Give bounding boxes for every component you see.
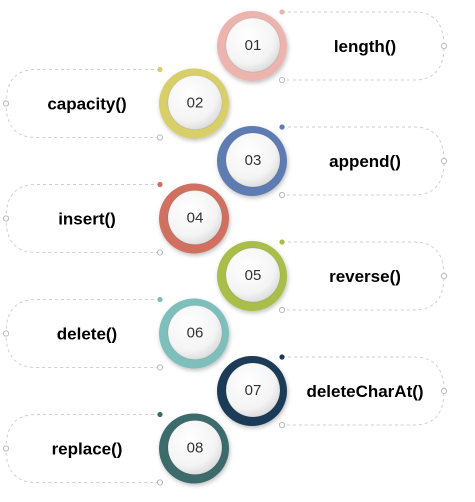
connectors (2, 9, 448, 486)
item-number: 04 (187, 210, 204, 227)
item-number: 03 (245, 152, 262, 169)
connector-dot (440, 42, 448, 50)
label-outline (282, 126, 445, 196)
connector-dot (2, 100, 10, 107)
item-number: 07 (245, 382, 262, 399)
item-label: insert() (58, 210, 116, 229)
connector-dot (2, 330, 10, 337)
item-number: 05 (245, 267, 262, 284)
connector-dot (279, 239, 285, 245)
connector-dot (2, 215, 10, 222)
connector-dot (279, 124, 285, 130)
number-disc (225, 247, 281, 303)
item-label: append() (329, 152, 401, 171)
connector-dot (278, 76, 286, 84)
item-number: 08 (187, 440, 204, 457)
item-number: 06 (187, 325, 204, 342)
connector-dot (157, 411, 163, 418)
item-label: delete() (57, 325, 117, 344)
label-outline (282, 241, 445, 311)
item-03: 03 append() (217, 126, 401, 196)
connector-dot (156, 134, 164, 141)
item-label: length() (334, 37, 396, 56)
number-disc (225, 132, 281, 188)
label-outline (282, 11, 445, 81)
number-disc (225, 17, 281, 73)
label-outline (282, 356, 445, 426)
item-01: 01 length() (217, 11, 396, 81)
connector-dot (156, 479, 164, 486)
item-number: 02 (187, 95, 204, 112)
connector-dot (278, 306, 286, 314)
connector-dot (278, 191, 286, 199)
number-disc (225, 362, 281, 418)
connector-dot (156, 249, 164, 256)
number-disc (167, 190, 223, 245)
item-02: 02 capacity() (47, 68, 229, 139)
connector-dot (279, 9, 285, 15)
items-group: 01 length() 02 capacity() 03 append() 04 insert… (47, 11, 424, 484)
connector-dot (156, 364, 164, 371)
number-disc (167, 305, 223, 360)
item-label: replace() (52, 440, 123, 459)
item-label: reverse() (329, 267, 401, 286)
item-04: 04 insert() (58, 183, 229, 254)
connector-dot (157, 66, 163, 73)
connector-dot (440, 157, 448, 165)
item-05: 05 reverse() (217, 241, 401, 311)
item-07: 07 deleteCharAt() (217, 356, 424, 426)
connector-dot (440, 387, 448, 395)
connector-dot (278, 421, 286, 429)
connector-dot (157, 296, 163, 303)
connector-dot (157, 181, 163, 188)
item-label: capacity() (47, 95, 126, 114)
item-label: deleteCharAt() (306, 382, 423, 401)
number-disc (167, 75, 223, 130)
number-disc (167, 420, 223, 475)
connector-dot (2, 445, 10, 452)
connector-dot (279, 354, 285, 360)
item-08: 08 replace() (52, 413, 229, 484)
item-06: 06 delete() (57, 298, 229, 369)
connector-dot (440, 272, 448, 280)
item-number: 01 (245, 37, 262, 54)
